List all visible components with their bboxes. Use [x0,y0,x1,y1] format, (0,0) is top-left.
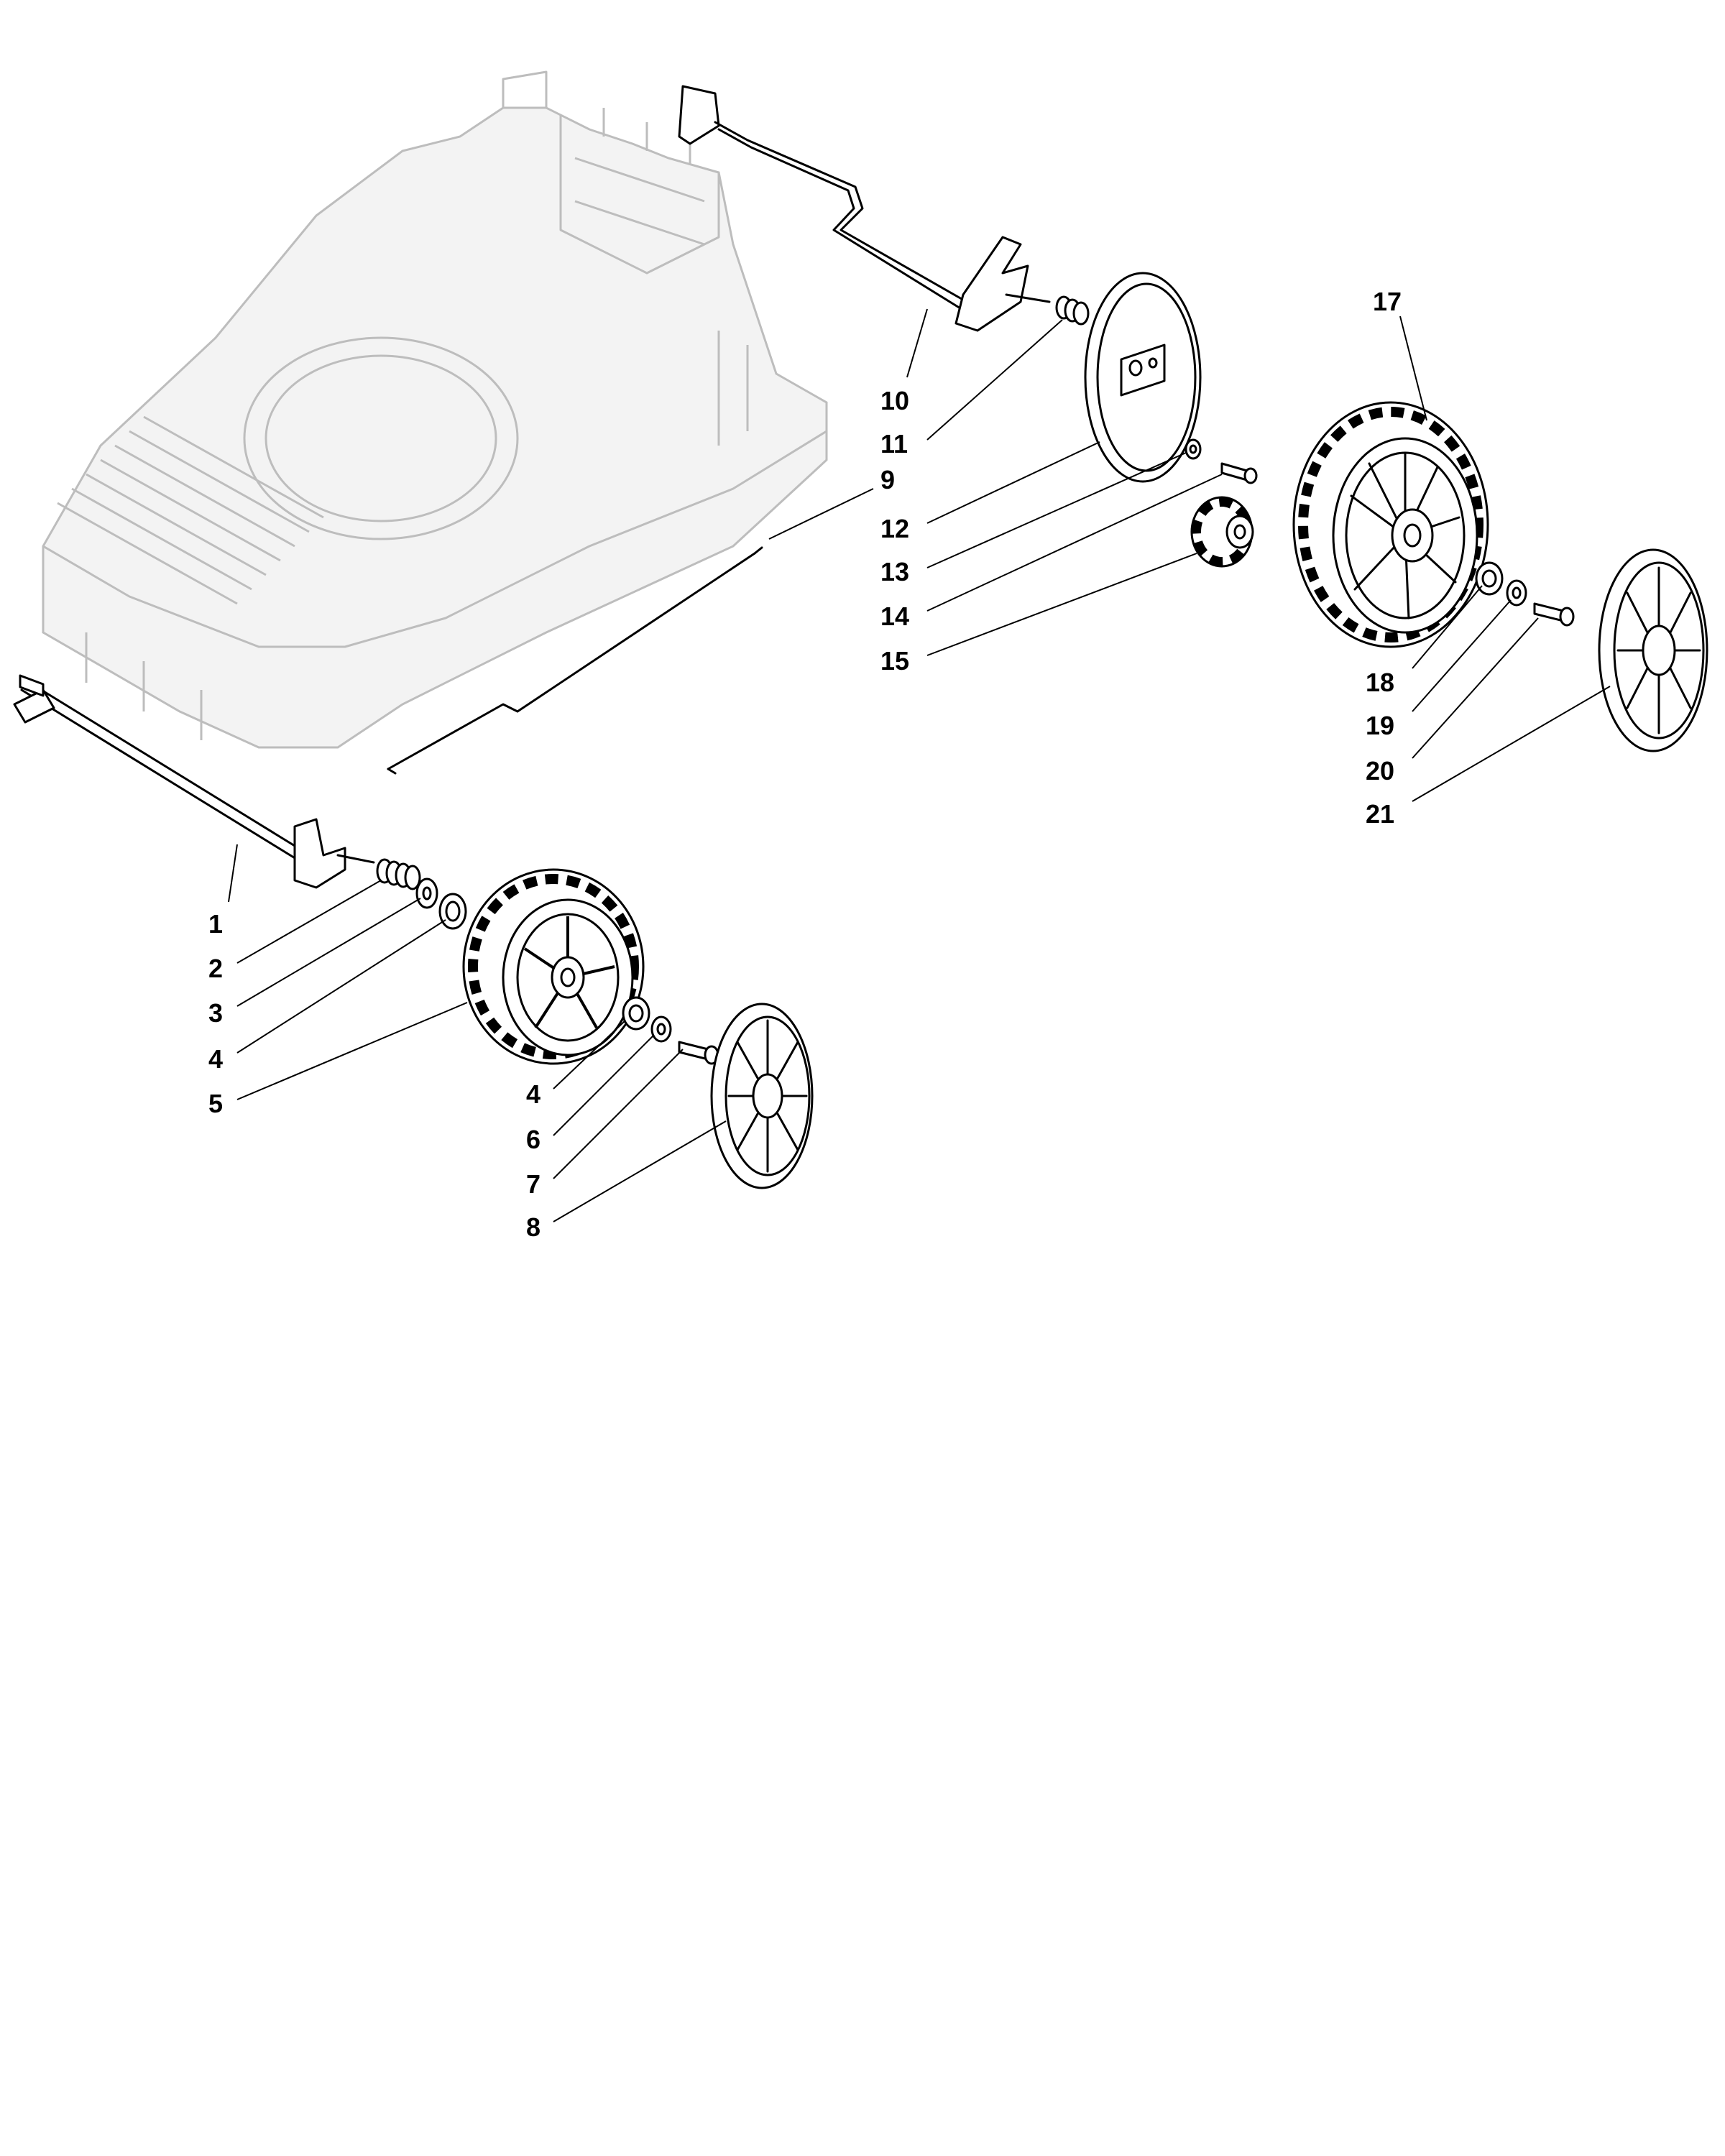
callout-13: 13 [880,557,909,586]
callout-6: 6 [526,1125,540,1154]
bearing-18 [1475,561,1504,596]
callout-4-outer: 4 [526,1079,540,1109]
callout-7: 7 [526,1169,540,1199]
bearing-4 [438,893,467,930]
callout-2: 2 [208,954,223,983]
rear-axle-10 [678,85,1051,332]
callout-20: 20 [1366,756,1394,786]
washer-13 [1184,438,1202,460]
callout-14: 14 [880,602,909,631]
callout-9: 9 [880,465,895,494]
front-axle [13,674,375,889]
front-wheel-5 [462,868,645,1065]
rear-wheel-17 [1292,401,1489,648]
screw-14 [1220,462,1258,484]
callout-10: 10 [880,386,909,415]
spring-11 [1055,295,1090,326]
leader-lines [228,308,1611,1222]
callout-3: 3 [208,998,223,1028]
bearing-4-outer [622,996,650,1031]
washer-19 [1506,579,1527,607]
screw-7 [678,1041,719,1065]
washer-6 [650,1015,672,1043]
callout-5: 5 [208,1089,223,1118]
callout-labels: 1 2 3 4 5 4 6 7 8 9 10 11 12 13 14 15 17… [208,287,1402,1242]
callout-19: 19 [1366,711,1394,740]
hubcap-21 [1598,548,1708,752]
screw-20 [1533,602,1575,627]
callout-4: 4 [208,1044,223,1074]
callout-21: 21 [1366,799,1394,829]
callout-18: 18 [1366,668,1394,697]
washer-3 [415,877,438,909]
callout-1: 1 [208,909,223,939]
callout-8: 8 [526,1212,540,1242]
callout-17: 17 [1373,287,1402,316]
callout-12: 12 [880,514,909,543]
rod-9 [387,546,763,775]
callout-15: 15 [880,646,909,676]
pinion-15 [1190,496,1254,568]
callout-11: 11 [880,429,908,459]
mower-deck-outline [42,70,828,749]
hubcap-8 [710,1003,814,1189]
spring-2 [376,858,421,890]
cover-plate-12 [1084,272,1202,483]
